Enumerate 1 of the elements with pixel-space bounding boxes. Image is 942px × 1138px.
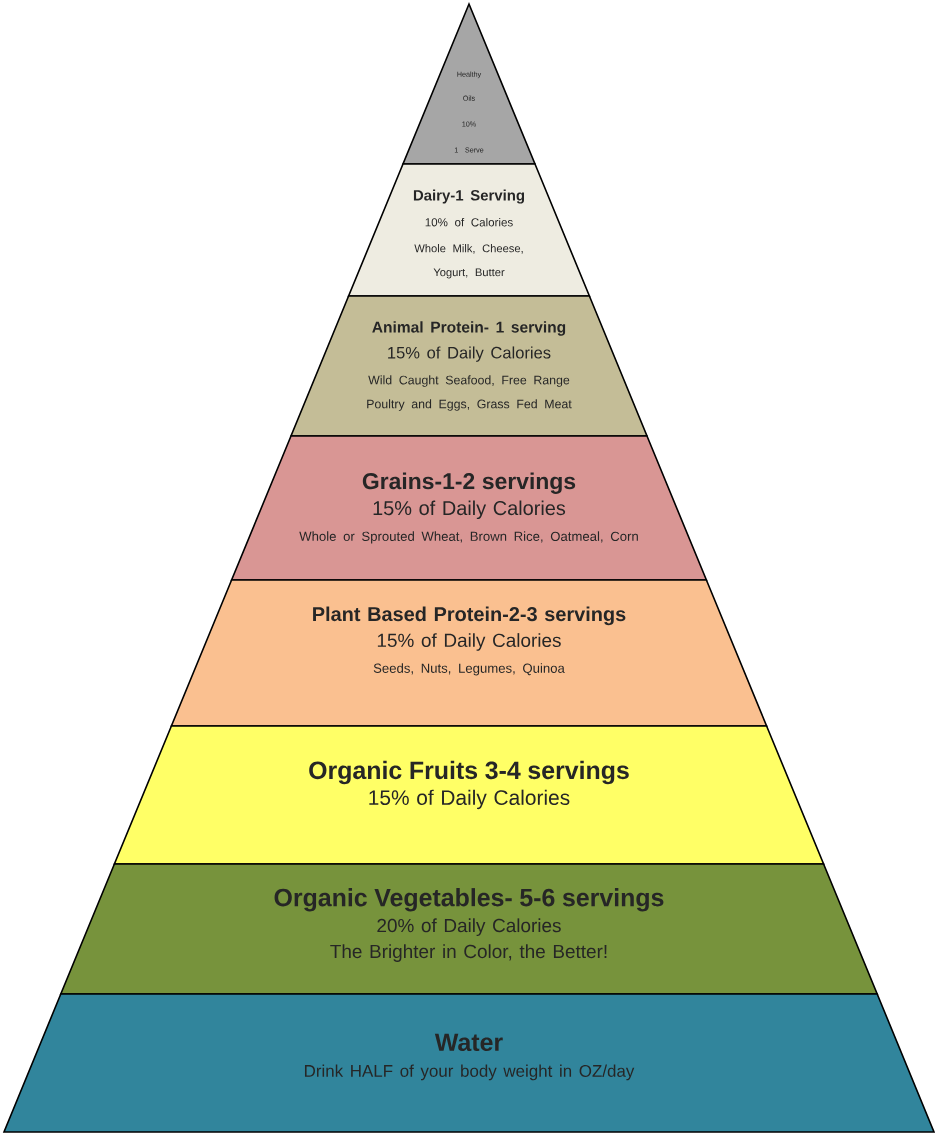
pyramid-tier: Organic Fruits 3-4 servings 15% of Daily Calories xyxy=(113,725,825,865)
